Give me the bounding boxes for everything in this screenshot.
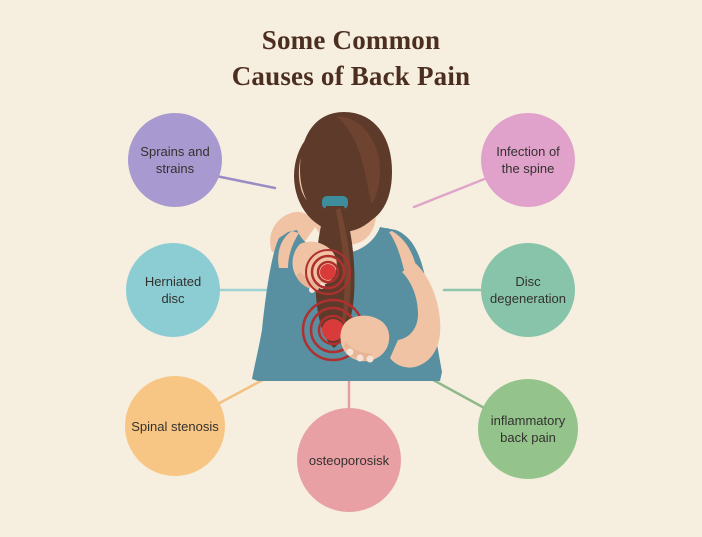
cause-node-herniated-disc[interactable]: Herniated disc (126, 243, 220, 337)
cause-node-label: Sprains and strains (140, 144, 210, 176)
cause-node-label: Infection of the spine (496, 144, 560, 176)
title-line-2: Causes of Back Pain (231, 61, 471, 91)
cause-node-disc-degeneration[interactable]: Disc degeneration (481, 243, 575, 337)
cause-node-label: osteoporosisk (308, 452, 390, 468)
page-title: Some Common Causes of Back Pain (0, 22, 702, 94)
cause-node-spinal-stenosis[interactable]: Spinal stenosis (125, 376, 225, 476)
cause-node-label: inflammatory back pain (490, 413, 566, 445)
cause-node-label: Herniated disc (144, 274, 202, 306)
cause-node-sprains-and-strains[interactable]: Sprains and strains (128, 113, 222, 207)
connector-infection-of-the-spine (412, 176, 489, 209)
cause-node-label: Disc degeneration (490, 274, 566, 306)
cause-node-label: Spinal stenosis (131, 418, 219, 434)
title-line-1: Some Common (261, 25, 441, 55)
cause-node-inflammatory-back-pain[interactable]: inflammatory back pain (478, 379, 578, 479)
connector-sprains-and-strains (214, 174, 277, 190)
cause-node-infection-of-the-spine[interactable]: Infection of the spine (481, 113, 575, 207)
cause-node-osteoporosisk[interactable]: osteoporosisk (297, 408, 401, 512)
connector-inflammatory-back-pain (402, 362, 490, 412)
connector-spinal-stenosis (212, 373, 274, 408)
